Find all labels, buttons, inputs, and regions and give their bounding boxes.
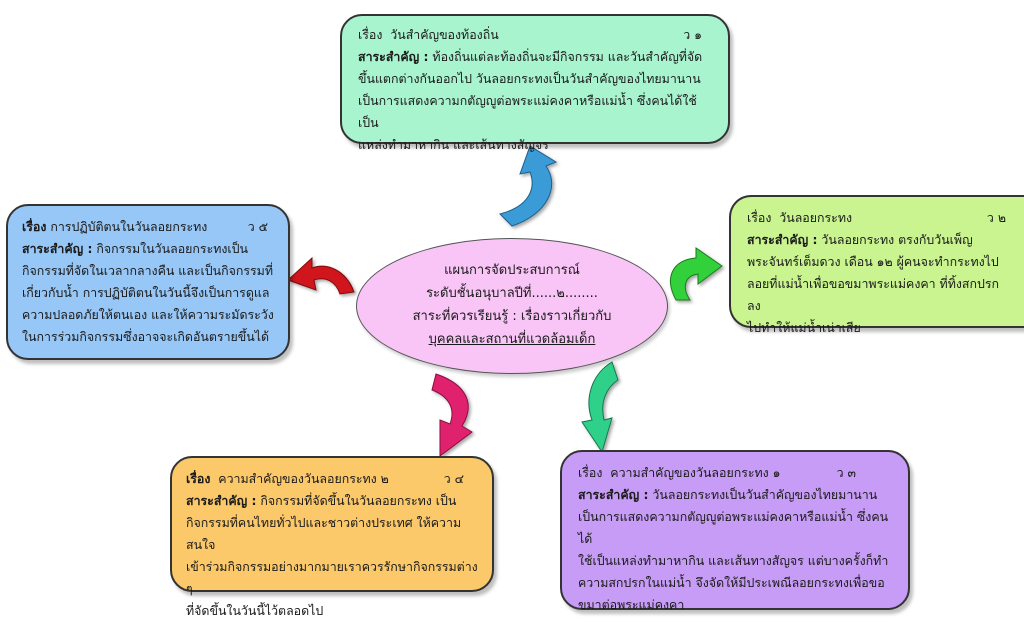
center-line-2: ระดับชั้นอนุบาลปีที่......๒........ [426, 286, 598, 301]
topic-line: ลอยที่แม่น้ำเพื่อขอขมาพระแม่คงคา ที่ทิ้ง… [747, 276, 1000, 313]
topic-line: เป็นการแสดงความกตัญญูต่อพระแม่คงคาหรือแม… [358, 93, 697, 130]
topic-line: ความปลอดภัยให้ตนเอง และให้ความระมัดระวัง [22, 307, 274, 322]
topic-line: กิจกรรมที่คนไทยทั่วไปและชาวต่างประเทศ ให… [186, 515, 462, 552]
topic-line: ขึ้นแตกต่างกันออกไป วันลอยกระทงเป็นวันสำ… [358, 71, 701, 86]
arrow-to-box2 [670, 247, 723, 301]
topic-box-2-header: เรื่อง วันลอยกระทง ว ๒ [747, 207, 1010, 229]
topic-text: กิจกรรมในวันลอยกระทงเป็น [96, 241, 249, 256]
topic-box-4-header: เรื่อง ความสำคัญของวันลอยกระทง ๒ ว ๔ [186, 468, 480, 490]
key-label: สาระสำคัญ : [186, 493, 257, 508]
topic-line: พระจันทร์เต็มดวง เดือน ๑๒ ผู้คนจะทำกระทง… [747, 254, 999, 269]
topic-box-5-header: เรื่อง การปฏิบัติตนในวันลอยกระทง ว ๕ [22, 216, 278, 238]
topic-code: ว ๓ [836, 465, 856, 480]
topic-line: สาระสำคัญ : กิจกรรมที่จัดขึ้นในวันลอยกระ… [186, 490, 480, 512]
topic-line: สาระสำคัญ : วันลอยกระทงเป็นวันสำคัญของไท… [578, 484, 896, 506]
key-label: สาระสำคัญ : [578, 487, 649, 502]
topic-box-3: เรื่อง ความสำคัญของวันลอยกระทง ๑ ว ๓ สาร… [560, 450, 910, 612]
arrow-to-box5 [287, 256, 355, 295]
key-label: สาระสำคัญ : [747, 232, 818, 247]
topic-text: วันลอยกระทงเป็นวันสำคัญของไทยมานาน [652, 487, 878, 502]
topic-box-3-header: เรื่อง ความสำคัญของวันลอยกระทง ๑ ว ๓ [578, 462, 896, 484]
title-label: เรื่อง [358, 27, 383, 42]
title-label: เรื่อง [747, 210, 772, 225]
topic-line: สาระสำคัญ : กิจกรรมในวันลอยกระทงเป็น [22, 238, 278, 260]
arrow-to-box3 [581, 361, 619, 454]
topic-line: เป็นการแสดงความกตัญญูต่อพระแม่คงคาหรือแม… [578, 509, 889, 546]
topic-code: ว ๒ [986, 210, 1006, 225]
topic-line: ไปทำให้แม่น้ำเน่าเสีย [747, 320, 861, 335]
title-label: เรื่อง [186, 471, 211, 486]
topic-line: สาระสำคัญ : ท้องถิ่นแต่ละท้องถิ่นจะมีกิจ… [358, 46, 712, 68]
topic-line: ใช้เป็นแหล่งทำมาหากิน และเส้นทางสัญจร แต… [578, 553, 889, 568]
arrow-to-box4 [431, 373, 473, 457]
topic-line: ความสกปรกในแม่น้ำ จึงจัดให้มีประเพณีลอยก… [578, 575, 885, 590]
topic-text: กิจกรรมที่จัดขึ้นในวันลอยกระทง เป็น [260, 493, 457, 508]
topic-line: เข้าร่วมกิจกรรมอย่างมากมายเราควรรักษากิจ… [186, 559, 478, 596]
title-label: เรื่อง [578, 465, 603, 480]
topic-title: ความสำคัญของวันลอยกระทง ๒ [218, 471, 389, 486]
topic-box-4: เรื่อง ความสำคัญของวันลอยกระทง ๒ ว ๔ สาร… [170, 456, 494, 618]
topic-text: ท้องถิ่นแต่ละท้องถิ่นจะมีกิจกรรม และวันส… [432, 49, 703, 64]
topic-code: ว ๑ [683, 27, 702, 42]
topic-line: กิจกรรมที่จัดในเวลากลางคืน และเป็นกิจกรร… [22, 263, 273, 278]
topic-box-2: เรื่อง วันลอยกระทง ว ๒ สาระสำคัญ : วันลอ… [729, 195, 1024, 335]
topic-line: แหล่งทำมาหากิน และเส้นทางสัญจร [358, 137, 549, 152]
key-label: สาระสำคัญ : [358, 49, 429, 64]
topic-line: สาระสำคัญ : วันลอยกระทง ตรงกับวันเพ็ญ [747, 229, 1010, 251]
topic-title: การปฏิบัติตนในวันลอยกระทง [50, 219, 208, 234]
topic-box-5: เรื่อง การปฏิบัติตนในวันลอยกระทง ว ๕ สาร… [6, 204, 290, 360]
topic-title: วันลอยกระทง [779, 210, 853, 225]
topic-line: เกี่ยวกับน้ำ การปฏิบัติตนในวันนี้จึงเป็น… [22, 285, 270, 300]
center-plan-ellipse: แผนการจัดประสบการณ์ ระดับชั้นอนุบาลปีที่… [356, 238, 668, 374]
topic-line: ในการร่วมกิจกรรมซึ่งอาจจะเกิดอันตรายขึ้น… [22, 329, 270, 344]
topic-code: ว ๕ [247, 219, 268, 234]
title-label: เรื่อง [22, 219, 47, 234]
topic-box-1: เรื่อง วันสำคัญของท้องถิ่น ว ๑ สาระสำคัญ… [340, 14, 730, 152]
topic-line: ที่จัดขึ้นในวันนี้ไว้ตลอดไป [186, 603, 324, 618]
arrow-to-box1 [499, 145, 558, 227]
topic-code: ว ๔ [443, 471, 464, 486]
topic-text: วันลอยกระทง ตรงกับวันเพ็ญ [821, 232, 973, 247]
center-line-3: สาระที่ควรเรียนรู้ : เรื่องราวเกี่ยวกับ [412, 309, 612, 324]
topic-line: ขมาต่อพระแม่คงคา [578, 597, 685, 612]
key-label: สาระสำคัญ : [22, 241, 93, 256]
topic-title: วันสำคัญของท้องถิ่น [390, 27, 499, 42]
center-line-4: บุคคลและสถานที่แวดล้อมเด็ก [428, 332, 596, 347]
topic-title: ความสำคัญของวันลอยกระทง ๑ [610, 465, 781, 480]
center-line-1: แผนการจัดประสบการณ์ [444, 263, 580, 278]
topic-box-1-header: เรื่อง วันสำคัญของท้องถิ่น ว ๑ [358, 24, 712, 46]
